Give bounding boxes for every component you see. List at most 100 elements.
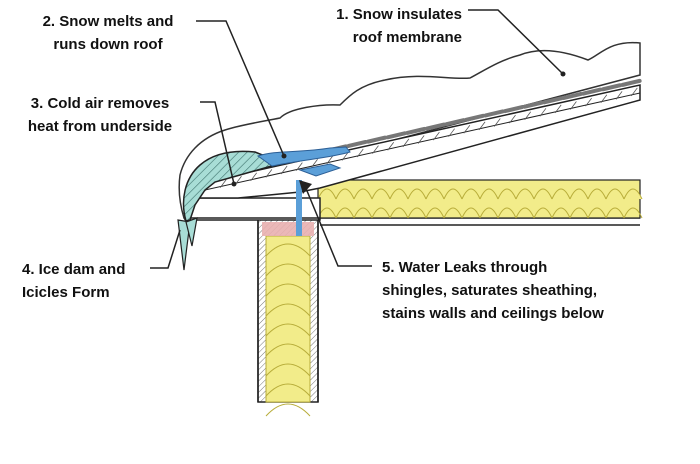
roof-hatch-line bbox=[524, 111, 532, 120]
callout-5-line-2: shingles, saturates sheathing, bbox=[382, 282, 598, 299]
roof-shingles bbox=[268, 78, 642, 166]
roof-hatch-line bbox=[250, 172, 257, 182]
wall-insulation-bump bbox=[265, 243, 311, 257]
shingle bbox=[522, 100, 544, 109]
leak-drip bbox=[296, 180, 302, 222]
attic-insulation-bump bbox=[461, 207, 481, 219]
roof-hatch-line bbox=[630, 87, 638, 97]
leak-stain bbox=[262, 222, 314, 236]
roof-hatch-line bbox=[493, 118, 501, 127]
shingle bbox=[405, 126, 427, 135]
attic-insulation-bump bbox=[569, 207, 589, 219]
shingle bbox=[483, 109, 505, 118]
attic-insulation bbox=[317, 179, 643, 219]
shingle bbox=[464, 113, 485, 122]
shingle bbox=[366, 135, 388, 144]
roof-hatch-line bbox=[600, 94, 608, 103]
attic-insulation-bump bbox=[371, 188, 391, 200]
roof-hatch-line bbox=[235, 175, 242, 185]
roof-hatch-line bbox=[311, 158, 318, 168]
icicle-right bbox=[185, 217, 198, 247]
callout-4-line-1: 4. Ice dam and bbox=[22, 261, 126, 278]
attic-insulation-bump bbox=[497, 188, 517, 200]
roof-hatch-line bbox=[570, 101, 577, 110]
roof-hatch-line bbox=[265, 169, 273, 178]
attic-insulation-bump bbox=[389, 207, 409, 219]
attic-insulation-bump bbox=[605, 207, 625, 219]
leak-drip-wall bbox=[296, 222, 302, 236]
callout-5-line-1: 5. Water Leaks through bbox=[382, 259, 548, 276]
shingle bbox=[503, 105, 525, 114]
attic-insulation-bump bbox=[605, 188, 625, 200]
roof-hatch-line bbox=[509, 114, 516, 124]
shingle bbox=[561, 91, 583, 100]
leader-5 bbox=[304, 185, 372, 267]
attic-insulation-bump bbox=[335, 188, 355, 200]
attic-insulation-bump bbox=[425, 188, 445, 200]
callout-2-line-2: runs down roof bbox=[53, 36, 163, 53]
attic-insulation-bump bbox=[317, 188, 337, 200]
attic-insulation-bump bbox=[335, 207, 355, 219]
leader-2 bbox=[196, 20, 285, 157]
attic-insulation-bump bbox=[533, 188, 553, 200]
attic-insulation-bump bbox=[353, 188, 373, 200]
leader-2-dot bbox=[281, 153, 287, 159]
leader-3-dot bbox=[231, 181, 237, 187]
shingle bbox=[444, 118, 466, 127]
callout-3-line-2: heat from underside bbox=[27, 118, 173, 135]
attic-insulation-bump bbox=[407, 207, 427, 219]
attic-insulation-bump bbox=[515, 207, 535, 219]
callout-1-line-2: roof membrane bbox=[352, 29, 462, 46]
attic-insulation-bump bbox=[587, 207, 607, 219]
attic-insulation-bump bbox=[551, 207, 571, 219]
callout-5-line-3: stains walls and ceilings below bbox=[382, 305, 604, 322]
roof-hatch-line bbox=[554, 104, 562, 114]
attic-insulation-bump bbox=[443, 188, 463, 200]
wall-insulation-bump bbox=[265, 403, 311, 417]
attic-insulation-bump bbox=[623, 188, 643, 200]
water-under-shingles bbox=[298, 163, 342, 177]
attic-insulation-bump bbox=[533, 207, 553, 219]
callout-1: 1. Snow insulates roof membrane bbox=[296, 3, 462, 49]
callout-3: 3. Cold air removes heat from underside bbox=[2, 92, 198, 138]
attic-insulation-bump bbox=[389, 188, 409, 200]
attic-insulation-bump bbox=[407, 188, 427, 200]
attic-insulation-bump bbox=[461, 188, 481, 200]
roof-hatch-line bbox=[615, 91, 623, 100]
shingle bbox=[424, 122, 446, 131]
roof-hatch-line bbox=[387, 142, 395, 151]
attic-insulation-bump bbox=[551, 188, 571, 200]
icicle-left bbox=[177, 219, 191, 271]
wall-insulation-bump bbox=[265, 323, 311, 337]
roof-hatch-line bbox=[463, 125, 471, 134]
roof-hatch-line bbox=[402, 138, 410, 148]
callout-2-line-1: 2. Snow melts and bbox=[42, 13, 174, 30]
roof-hatch-line bbox=[433, 131, 440, 141]
attic-insulation-bump bbox=[479, 188, 499, 200]
callout-1-line-1: 1. Snow insulates bbox=[336, 6, 462, 23]
callout-3-line-1: 3. Cold air removes bbox=[30, 95, 170, 112]
roof-hatch-line bbox=[478, 121, 486, 131]
attic-insulation-bump bbox=[587, 188, 607, 200]
roof-hatch-line bbox=[448, 128, 455, 137]
roof-deck-line bbox=[204, 92, 641, 191]
shingle bbox=[581, 87, 603, 96]
leader-4 bbox=[150, 229, 181, 269]
melt-water bbox=[256, 146, 351, 167]
wall-insulation-bump bbox=[265, 303, 311, 317]
attic-insulation-bump bbox=[371, 207, 391, 219]
attic-insulation-bump bbox=[443, 207, 463, 219]
callout-5: 5. Water Leaks through shingles, saturat… bbox=[382, 256, 682, 325]
callout-2: 2. Snow melts and runs down roof bbox=[28, 10, 188, 56]
roof-hatch-line bbox=[356, 148, 364, 158]
leader-1-dot bbox=[560, 71, 566, 77]
roof-hatch-line bbox=[219, 179, 227, 188]
roof-hatch-line bbox=[341, 152, 349, 161]
wall-insulation-bump bbox=[265, 383, 311, 397]
roof-hatch-line bbox=[372, 145, 379, 154]
wall-insulation-bump bbox=[265, 343, 311, 357]
wall-insulation-bump bbox=[265, 263, 311, 277]
wall-insulation-body bbox=[265, 235, 311, 403]
shingle bbox=[385, 131, 407, 140]
